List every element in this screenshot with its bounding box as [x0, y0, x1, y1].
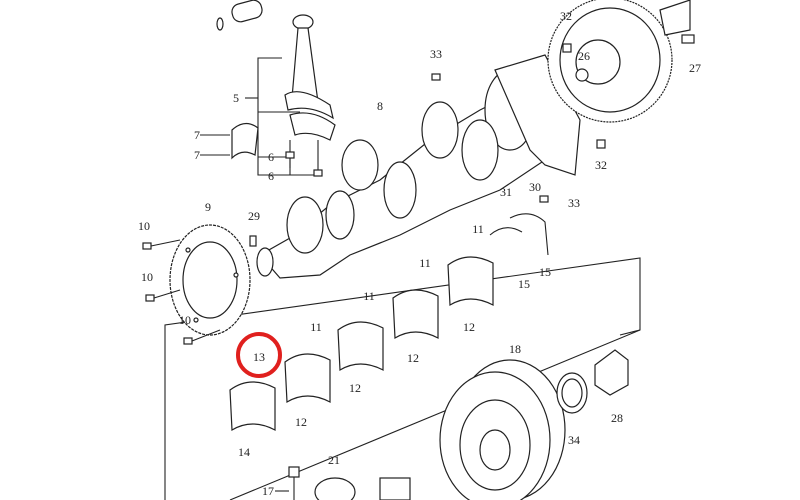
piston-pin [216, 0, 263, 31]
callout-29: 29 [248, 209, 260, 223]
callout-12: 12 [407, 351, 419, 365]
callout-32: 32 [560, 9, 572, 23]
callout-15: 15 [518, 277, 530, 291]
callout-12: 12 [295, 415, 307, 429]
callout-11: 11 [363, 289, 375, 303]
callout-33: 33 [430, 47, 442, 61]
callout-12: 12 [349, 381, 361, 395]
front-seal [556, 372, 588, 414]
callout-7: 7 [194, 128, 200, 142]
callout-14: 14 [238, 445, 250, 459]
callout-10: 10 [179, 313, 191, 327]
callout-10: 10 [138, 219, 150, 233]
callout-11: 11 [419, 256, 431, 270]
callout-26: 26 [578, 49, 590, 63]
callout-32: 32 [595, 158, 607, 172]
crankshaft-pulley [439, 359, 566, 500]
highlight-circle-part-13 [236, 332, 282, 378]
callout-11: 11 [310, 320, 322, 334]
callout-21: 21 [328, 453, 340, 467]
callout-6: 6 [268, 169, 274, 183]
callout-17: 17 [262, 484, 274, 498]
callout-33: 33 [568, 196, 580, 210]
main-bearing-shells [229, 213, 549, 432]
callout-13: 13 [253, 350, 265, 364]
crank-nut [594, 349, 629, 396]
callout-27: 27 [689, 61, 701, 75]
callout-10: 10 [141, 270, 153, 284]
lower-parts [275, 466, 411, 500]
callout-34: 34 [568, 433, 580, 447]
callout-7: 7 [194, 148, 200, 162]
callout-6: 6 [268, 150, 274, 164]
callout-28: 28 [611, 411, 623, 425]
callout-31: 31 [500, 185, 512, 199]
bolts [142, 43, 606, 345]
callout-labels: 5 7 7 6 6 8 33 32 26 27 32 31 30 33 9 29… [138, 9, 701, 498]
callout-18: 18 [509, 342, 521, 356]
callout-9: 9 [205, 200, 211, 214]
crankshaft [256, 69, 546, 279]
callout-15: 15 [539, 265, 551, 279]
connecting-rod [284, 14, 336, 175]
callout-11: 11 [472, 222, 484, 236]
timing-sprocket [169, 224, 251, 336]
conrod-bearing-shells [231, 122, 259, 160]
callout-5: 5 [233, 91, 239, 105]
flywheel [547, 0, 695, 123]
callout-12: 12 [463, 320, 475, 334]
callout-30: 30 [529, 180, 541, 194]
callout-8: 8 [377, 99, 383, 113]
